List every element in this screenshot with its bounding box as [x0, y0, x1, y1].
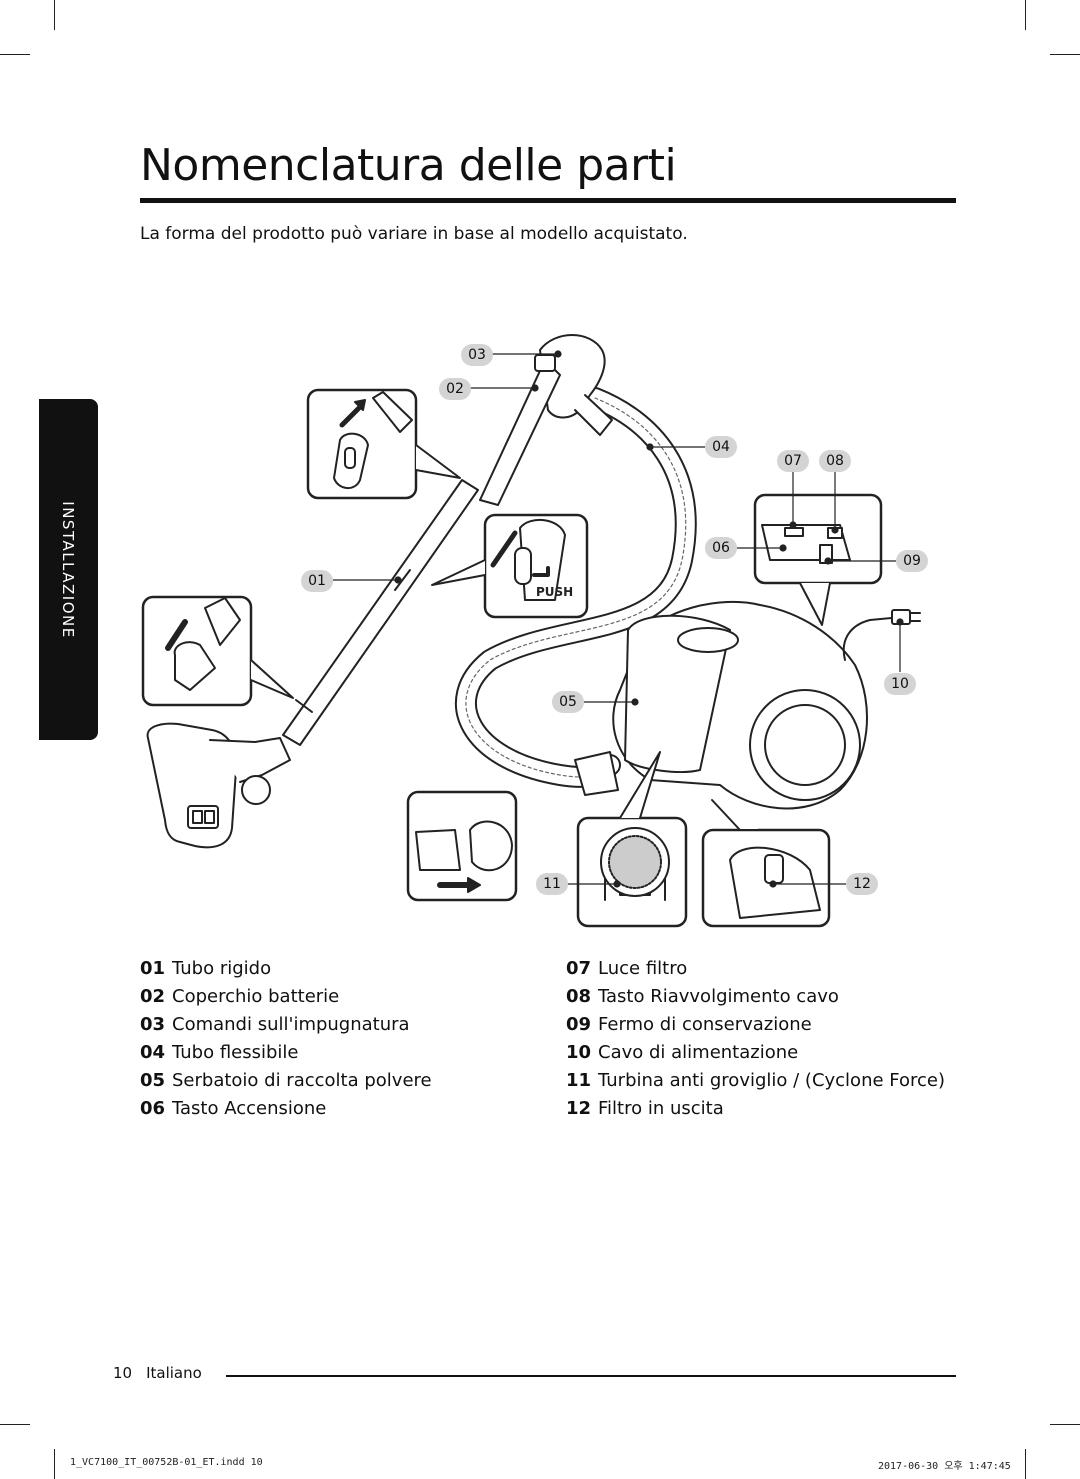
- legend-item: 10 Cavo di alimentazione: [566, 1039, 945, 1067]
- callout-06: 06: [705, 537, 737, 559]
- legend-item: 08 Tasto Riavvolgimento cavo: [566, 983, 945, 1011]
- push-label: PUSH: [536, 585, 574, 599]
- crop-mark: [1025, 0, 1026, 30]
- legend-item: 06 Tasto Accensione: [140, 1095, 432, 1123]
- legend-number: 12: [566, 1098, 592, 1119]
- page-title: Nomenclatura delle parti: [140, 140, 677, 191]
- callout-12: 12: [846, 873, 878, 895]
- callout-08: 08: [819, 450, 851, 472]
- legend-number: 08: [566, 986, 592, 1007]
- legend-item: 03 Comandi sull'impugnatura: [140, 1011, 432, 1039]
- crop-mark: [54, 1449, 55, 1479]
- legend-label: Tasto Riavvolgimento cavo: [598, 986, 839, 1007]
- file-slug: 1_VC7100_IT_00752B-01_ET.indd 10: [70, 1457, 263, 1468]
- legend-label: Tubo flessibile: [172, 1042, 299, 1063]
- legend-right-column: 07 Luce filtro 08 Tasto Riavvolgimento cav…: [566, 955, 945, 1123]
- footer-rule: [226, 1375, 956, 1377]
- legend-label: Comandi sull'impugnatura: [172, 1014, 410, 1035]
- footer-language: Italiano: [146, 1364, 202, 1382]
- legend-label: Cavo di alimentazione: [598, 1042, 799, 1063]
- legend-number: 03: [140, 1014, 166, 1035]
- callout-09: 09: [896, 550, 928, 572]
- legend-label: Filtro in uscita: [598, 1098, 724, 1119]
- crop-mark: [1050, 54, 1080, 55]
- legend-item: 05 Serbatoio di raccolta polvere: [140, 1067, 432, 1095]
- legend-item: 04 Tubo flessibile: [140, 1039, 432, 1067]
- legend-number: 02: [140, 986, 166, 1007]
- legend-number: 07: [566, 958, 592, 979]
- legend-number: 10: [566, 1042, 592, 1063]
- legend-number: 05: [140, 1070, 166, 1091]
- callout-02: 02: [439, 378, 471, 400]
- callout-11: 11: [536, 873, 568, 895]
- crop-mark: [54, 0, 55, 30]
- legend-item: 07 Luce filtro: [566, 955, 945, 983]
- legend-item: 12 Filtro in uscita: [566, 1095, 945, 1123]
- legend-number: 04: [140, 1042, 166, 1063]
- legend-label: Luce filtro: [598, 958, 688, 979]
- legend-number: 11: [566, 1070, 592, 1091]
- legend-label: Turbina anti groviglio / (Cyclone Force): [598, 1070, 946, 1091]
- legend-label: Fermo di conservazione: [598, 1014, 812, 1035]
- callout-04: 04: [705, 436, 737, 458]
- crop-mark: [1050, 1424, 1080, 1425]
- page-number: 10: [113, 1364, 133, 1382]
- title-rule: [140, 198, 956, 203]
- callout-03: 03: [461, 344, 493, 366]
- legend-number: 01: [140, 958, 166, 979]
- page-subtitle: La forma del prodotto può variare in bas…: [140, 224, 688, 244]
- legend-number: 06: [140, 1098, 166, 1119]
- crop-mark: [0, 1424, 30, 1425]
- legend-item: 11 Turbina anti groviglio / (Cyclone Forc…: [566, 1067, 945, 1095]
- legend-item: 09 Fermo di conservazione: [566, 1011, 945, 1039]
- legend-item: 01 Tubo rigido: [140, 955, 432, 983]
- section-side-tab: [39, 399, 98, 740]
- page-footer: 10 Italiano: [113, 1364, 202, 1382]
- callout-01: 01: [301, 570, 333, 592]
- callout-10: 10: [884, 673, 916, 695]
- crop-mark: [1025, 1449, 1026, 1479]
- vacuum-cleaner-illustration: [141, 334, 921, 928]
- legend-label: Coperchio batterie: [172, 986, 340, 1007]
- legend-label: Tasto Accensione: [172, 1098, 327, 1119]
- legend-label: Tubo rigido: [172, 958, 272, 979]
- legend-number: 09: [566, 1014, 592, 1035]
- callout-05: 05: [552, 691, 584, 713]
- legend-left-column: 01 Tubo rigido 02 Coperchio batterie 03 Com…: [140, 955, 432, 1123]
- crop-mark: [0, 54, 30, 55]
- legend-label: Serbatoio di raccolta polvere: [172, 1070, 432, 1091]
- legend-item: 02 Coperchio batterie: [140, 983, 432, 1011]
- date-slug: 2017-06-30 오후 1:47:45: [878, 1461, 1011, 1472]
- callout-07: 07: [777, 450, 809, 472]
